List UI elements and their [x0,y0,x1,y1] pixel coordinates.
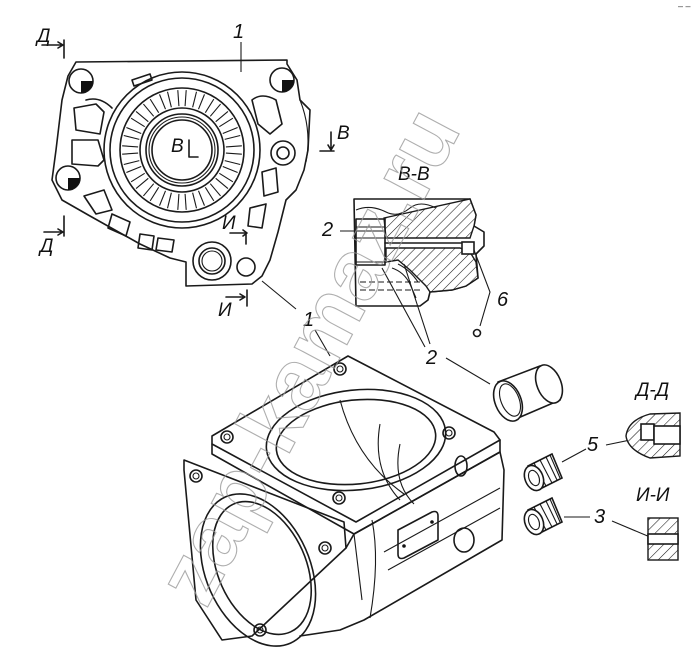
section-dd-view: Д-Д [625,380,681,459]
section-ii-view: И-И [636,485,679,561]
svg-text:2: 2 [321,219,333,241]
rib-line [159,94,167,110]
cover-front-view [51,59,311,287]
threaded-insert-part-3 [523,496,564,536]
rib-line [209,103,221,117]
section-vv-view: В-В [353,164,485,307]
bolt-hole-bottom-left [55,165,81,191]
svg-text:Д: Д [35,26,50,47]
section-vv-title: В-В [398,164,430,185]
section-mark-i-lower: И [218,289,248,321]
callout-2-bushing: 2 [381,263,491,385]
callout-1-top: 1 [233,21,244,72]
svg-text:2: 2 [425,347,437,369]
svg-text:И: И [222,213,236,234]
rib-line [184,90,187,107]
svg-text:1: 1 [303,309,314,331]
rib-line [225,152,242,155]
rib-line [122,145,139,148]
section-mark-d-top: Д [35,26,65,59]
rib-line [126,165,142,173]
rib-line [135,111,149,123]
rib-line [143,183,155,197]
rib-line [130,172,145,183]
rib-line [197,190,205,206]
svg-text:6: 6 [497,289,509,311]
vent-slot [131,73,153,87]
rib-line [192,91,198,108]
rib-line [123,160,140,166]
rib-line [222,127,238,135]
svg-text:И: И [218,300,232,321]
svg-text:В: В [171,136,184,157]
section-ii-title: И-И [636,485,670,506]
rib-line [149,98,160,113]
rib-line [204,98,215,113]
rib-line [143,103,155,117]
bolt-hole-top-left [68,68,94,94]
section-mark-d-bottom: Д [38,215,65,257]
rib-line [166,192,172,209]
svg-text:3: 3 [594,506,605,528]
svg-text:В: В [337,123,350,144]
rib-line [126,127,142,135]
rib-line [184,193,187,210]
callout-1-lower: 1 [261,280,331,357]
section-mark-v-right: В [319,123,350,152]
rib-line [135,177,149,189]
rib-line [219,117,234,128]
bolt-hole-top-right [269,67,295,93]
threaded-insert-part-5 [523,452,564,492]
svg-text:5: 5 [587,434,599,456]
rib-line [177,90,180,107]
svg-text:Д: Д [38,236,53,257]
section-dd-title: Д-Д [634,380,669,401]
rib-line [130,117,145,128]
callout-3: 3 [564,506,651,538]
rib-line [209,183,221,197]
rib-line [225,145,242,148]
rib-line [166,91,172,108]
rib-line [123,134,140,140]
svg-text:1: 1 [233,21,244,43]
section-mark-v-center: В [171,136,199,158]
rib-line [192,192,198,209]
rib-line [224,160,241,166]
rib-line [204,187,215,202]
rib-pattern [122,90,242,210]
corner-mark: ‒ ‒ [678,1,691,11]
callout-6: 6 [472,249,509,338]
bushing-part-2 [492,364,564,422]
rib-line [122,152,139,155]
callout-2-section: 2 [321,219,384,241]
rib-line [177,193,180,210]
rib-line [224,134,241,140]
rib-line [219,172,234,183]
rib-line [215,177,229,189]
rib-line [197,94,205,110]
housing-part-1 [183,355,505,647]
section-mark-i-upper: И [222,213,248,245]
rib-line [222,165,238,173]
rib-line [149,187,160,202]
rib-line [159,190,167,206]
rib-line [215,111,229,123]
